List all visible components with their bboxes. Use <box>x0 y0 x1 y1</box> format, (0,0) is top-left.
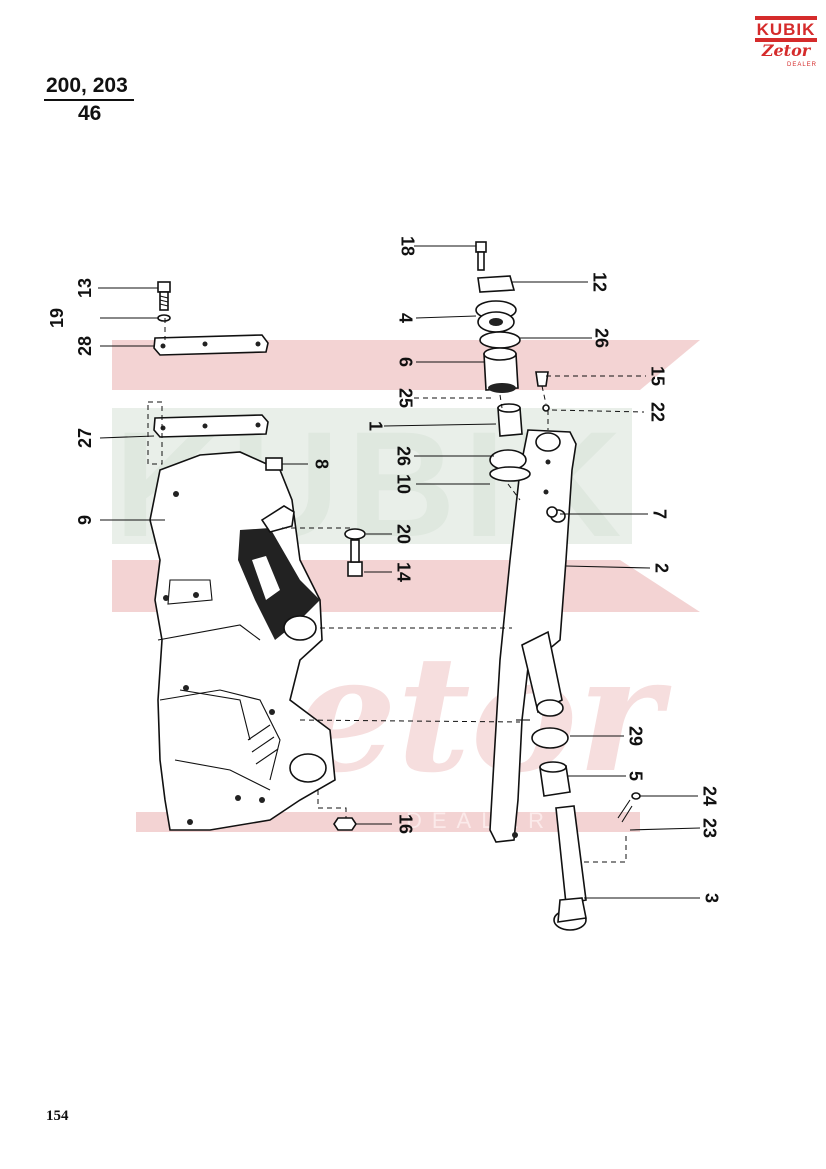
callout-15: 15 <box>647 366 667 386</box>
nipple-7 <box>546 506 558 518</box>
callout-25: 25 <box>395 388 415 408</box>
callout-26-upper: 26 <box>591 328 611 348</box>
plate-12 <box>477 275 516 293</box>
lift-arm-2 <box>489 429 577 843</box>
callout-3: 3 <box>701 893 721 903</box>
callout-14: 14 <box>393 562 413 582</box>
pin-3 <box>553 805 587 931</box>
callout-2: 2 <box>651 563 671 573</box>
logo-tag: DEALER <box>786 62 817 68</box>
callout-5: 5 <box>625 771 645 781</box>
group-number: 46 <box>78 102 102 125</box>
callout-12: 12 <box>589 272 609 292</box>
callout-8: 8 <box>311 459 331 469</box>
bolt-14 <box>347 539 363 577</box>
bushing-6 <box>483 347 519 393</box>
ring-29 <box>531 727 569 749</box>
seal-26-top <box>479 331 521 349</box>
callout-6: 6 <box>395 357 415 367</box>
bearing-4 <box>475 300 517 333</box>
callout-20: 20 <box>393 524 413 544</box>
kubik-zetor-logo: KUBIK Zetor DEALER <box>755 16 817 72</box>
washer-20 <box>344 528 366 540</box>
washer-19 <box>157 314 171 322</box>
bushing-1 <box>497 403 523 437</box>
header-divider <box>44 99 134 101</box>
nut-16 <box>333 817 357 831</box>
washer-8 <box>265 457 283 471</box>
logo-sub: Zetor <box>761 41 811 60</box>
callout-13: 13 <box>75 278 95 298</box>
callout-28: 28 <box>75 336 95 356</box>
cotter-pin-23 <box>617 799 633 823</box>
plate-28 <box>153 334 269 356</box>
leader-lines <box>98 245 701 899</box>
callout-19: 19 <box>47 308 67 328</box>
watermark-tag: DEALER <box>406 808 554 833</box>
model-numbers: 200, 203 <box>46 74 128 97</box>
callout-9: 9 <box>75 515 95 525</box>
callout-10: 10 <box>393 474 413 494</box>
assembly-lines <box>164 318 627 863</box>
ball-22 <box>542 404 550 412</box>
callout-24: 24 <box>699 786 719 806</box>
callout-29: 29 <box>625 726 645 746</box>
bolt-13 <box>157 281 171 311</box>
callout-16: 16 <box>395 814 415 834</box>
callout-26-lower: 26 <box>393 446 413 466</box>
plate-27 <box>153 414 269 438</box>
bushing-5 <box>539 761 571 797</box>
grease-nipple-15 <box>535 371 549 387</box>
callout-27: 27 <box>75 428 95 448</box>
bolt-18 <box>475 241 487 271</box>
rear-housing <box>149 451 336 831</box>
pin-cylinder <box>521 630 564 717</box>
callout-7: 7 <box>649 509 669 519</box>
logo-brand: KUBIK <box>756 20 816 39</box>
washer-24 <box>631 792 641 800</box>
callout-1: 1 <box>365 421 385 431</box>
callout-4: 4 <box>395 313 415 323</box>
ring-10 <box>489 466 531 482</box>
callout-labels: 18 12 4 26 6 15 25 22 1 26 10 7 20 14 2 … <box>47 236 722 903</box>
page-number: 154 <box>46 1108 69 1124</box>
callout-18: 18 <box>397 236 417 256</box>
callout-22: 22 <box>647 402 667 422</box>
callout-23: 23 <box>699 818 719 838</box>
plate-bracket <box>147 401 163 465</box>
